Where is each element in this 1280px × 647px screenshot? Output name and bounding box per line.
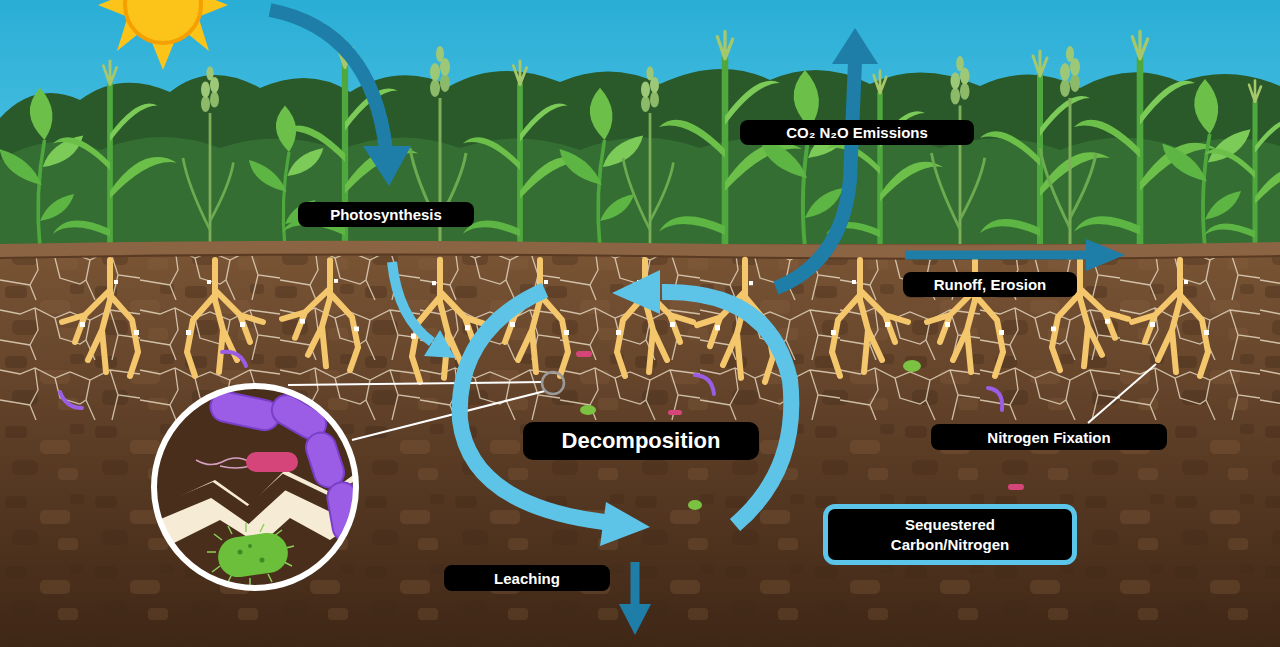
flow-arrows	[424, 330, 455, 358]
flow-arrows	[363, 146, 411, 186]
label-pill: CO₂ N₂O Emissions	[740, 120, 974, 145]
flow-arrows	[600, 502, 650, 546]
soil	[0, 244, 1280, 647]
magnifier	[216, 530, 291, 579]
crop-plants	[560, 88, 644, 248]
roots	[1132, 260, 1209, 376]
crop-plants	[183, 66, 233, 248]
microbes	[576, 351, 592, 357]
flow-arrows	[612, 270, 660, 314]
label-text: Sequestered Carbon/Nitrogen	[870, 515, 1030, 554]
microbes	[688, 500, 702, 510]
roots	[186, 260, 263, 376]
crop-plants	[53, 61, 177, 248]
crop-plants	[1204, 81, 1280, 248]
crop-plants	[623, 66, 673, 248]
magnifier	[154, 386, 356, 588]
crop-plants	[1074, 31, 1217, 248]
roots	[831, 260, 908, 376]
label-pill: Nitrogen Fixation	[931, 424, 1167, 450]
microbes	[903, 360, 921, 372]
soil-texture	[0, 244, 1280, 647]
flow-arrows	[619, 604, 651, 635]
label-text: CO₂ N₂O Emissions	[786, 124, 928, 141]
label-pill: Photosynthesis	[298, 202, 474, 227]
microbes	[60, 392, 82, 408]
magnifier	[248, 544, 252, 548]
magnifier	[140, 389, 370, 586]
microbes	[580, 405, 596, 415]
microbes	[1008, 484, 1024, 490]
nitrogen-leader	[1088, 364, 1156, 423]
flow-arrows	[270, 10, 386, 150]
label-text: Nitrogen Fixation	[987, 429, 1110, 446]
crop-plants	[932, 56, 985, 248]
flow-arrows	[460, 290, 604, 522]
magnifier	[238, 550, 243, 555]
label-text: Runoff, Erosion	[934, 276, 1047, 293]
label-text: Photosynthesis	[330, 206, 442, 223]
magnifier	[246, 452, 298, 472]
highlight-label-box: Sequestered Carbon/Nitrogen	[823, 504, 1077, 565]
magnifier	[207, 523, 294, 586]
crop-plants	[0, 31, 1280, 248]
label-pill: Leaching	[444, 565, 610, 591]
crop-plants	[1040, 46, 1096, 248]
crop-plants	[1162, 79, 1250, 248]
sun	[98, 0, 228, 70]
flow-arrows	[776, 62, 855, 288]
magnifier	[154, 386, 356, 588]
roots	[62, 260, 139, 376]
soil-cracks	[0, 256, 1280, 421]
sun	[125, 0, 201, 43]
microbes	[222, 352, 246, 366]
label-text: Leaching	[494, 570, 560, 587]
label-pill: Runoff, Erosion	[903, 272, 1077, 297]
label-text: Decomposition	[562, 428, 721, 454]
flow-arrows	[1086, 239, 1125, 271]
magnifier	[196, 458, 250, 468]
nitrogen-leader	[1088, 364, 1156, 423]
flow-arrows	[662, 292, 791, 525]
magnifier	[542, 372, 564, 394]
flow-arrows	[392, 262, 432, 342]
flow-arrows	[832, 28, 878, 64]
roots	[282, 260, 359, 370]
microbes	[668, 410, 682, 415]
sky	[0, 0, 1280, 262]
microbes	[695, 375, 714, 394]
magnifier	[208, 389, 365, 544]
flow-arrows	[631, 562, 640, 608]
magnifier	[260, 558, 265, 563]
flow-arrows	[905, 251, 1088, 260]
roots	[62, 260, 1209, 382]
sun	[98, 0, 228, 70]
flow-arrows	[270, 10, 1125, 635]
microbes	[988, 388, 1002, 410]
label-pill: Decomposition	[523, 422, 759, 460]
